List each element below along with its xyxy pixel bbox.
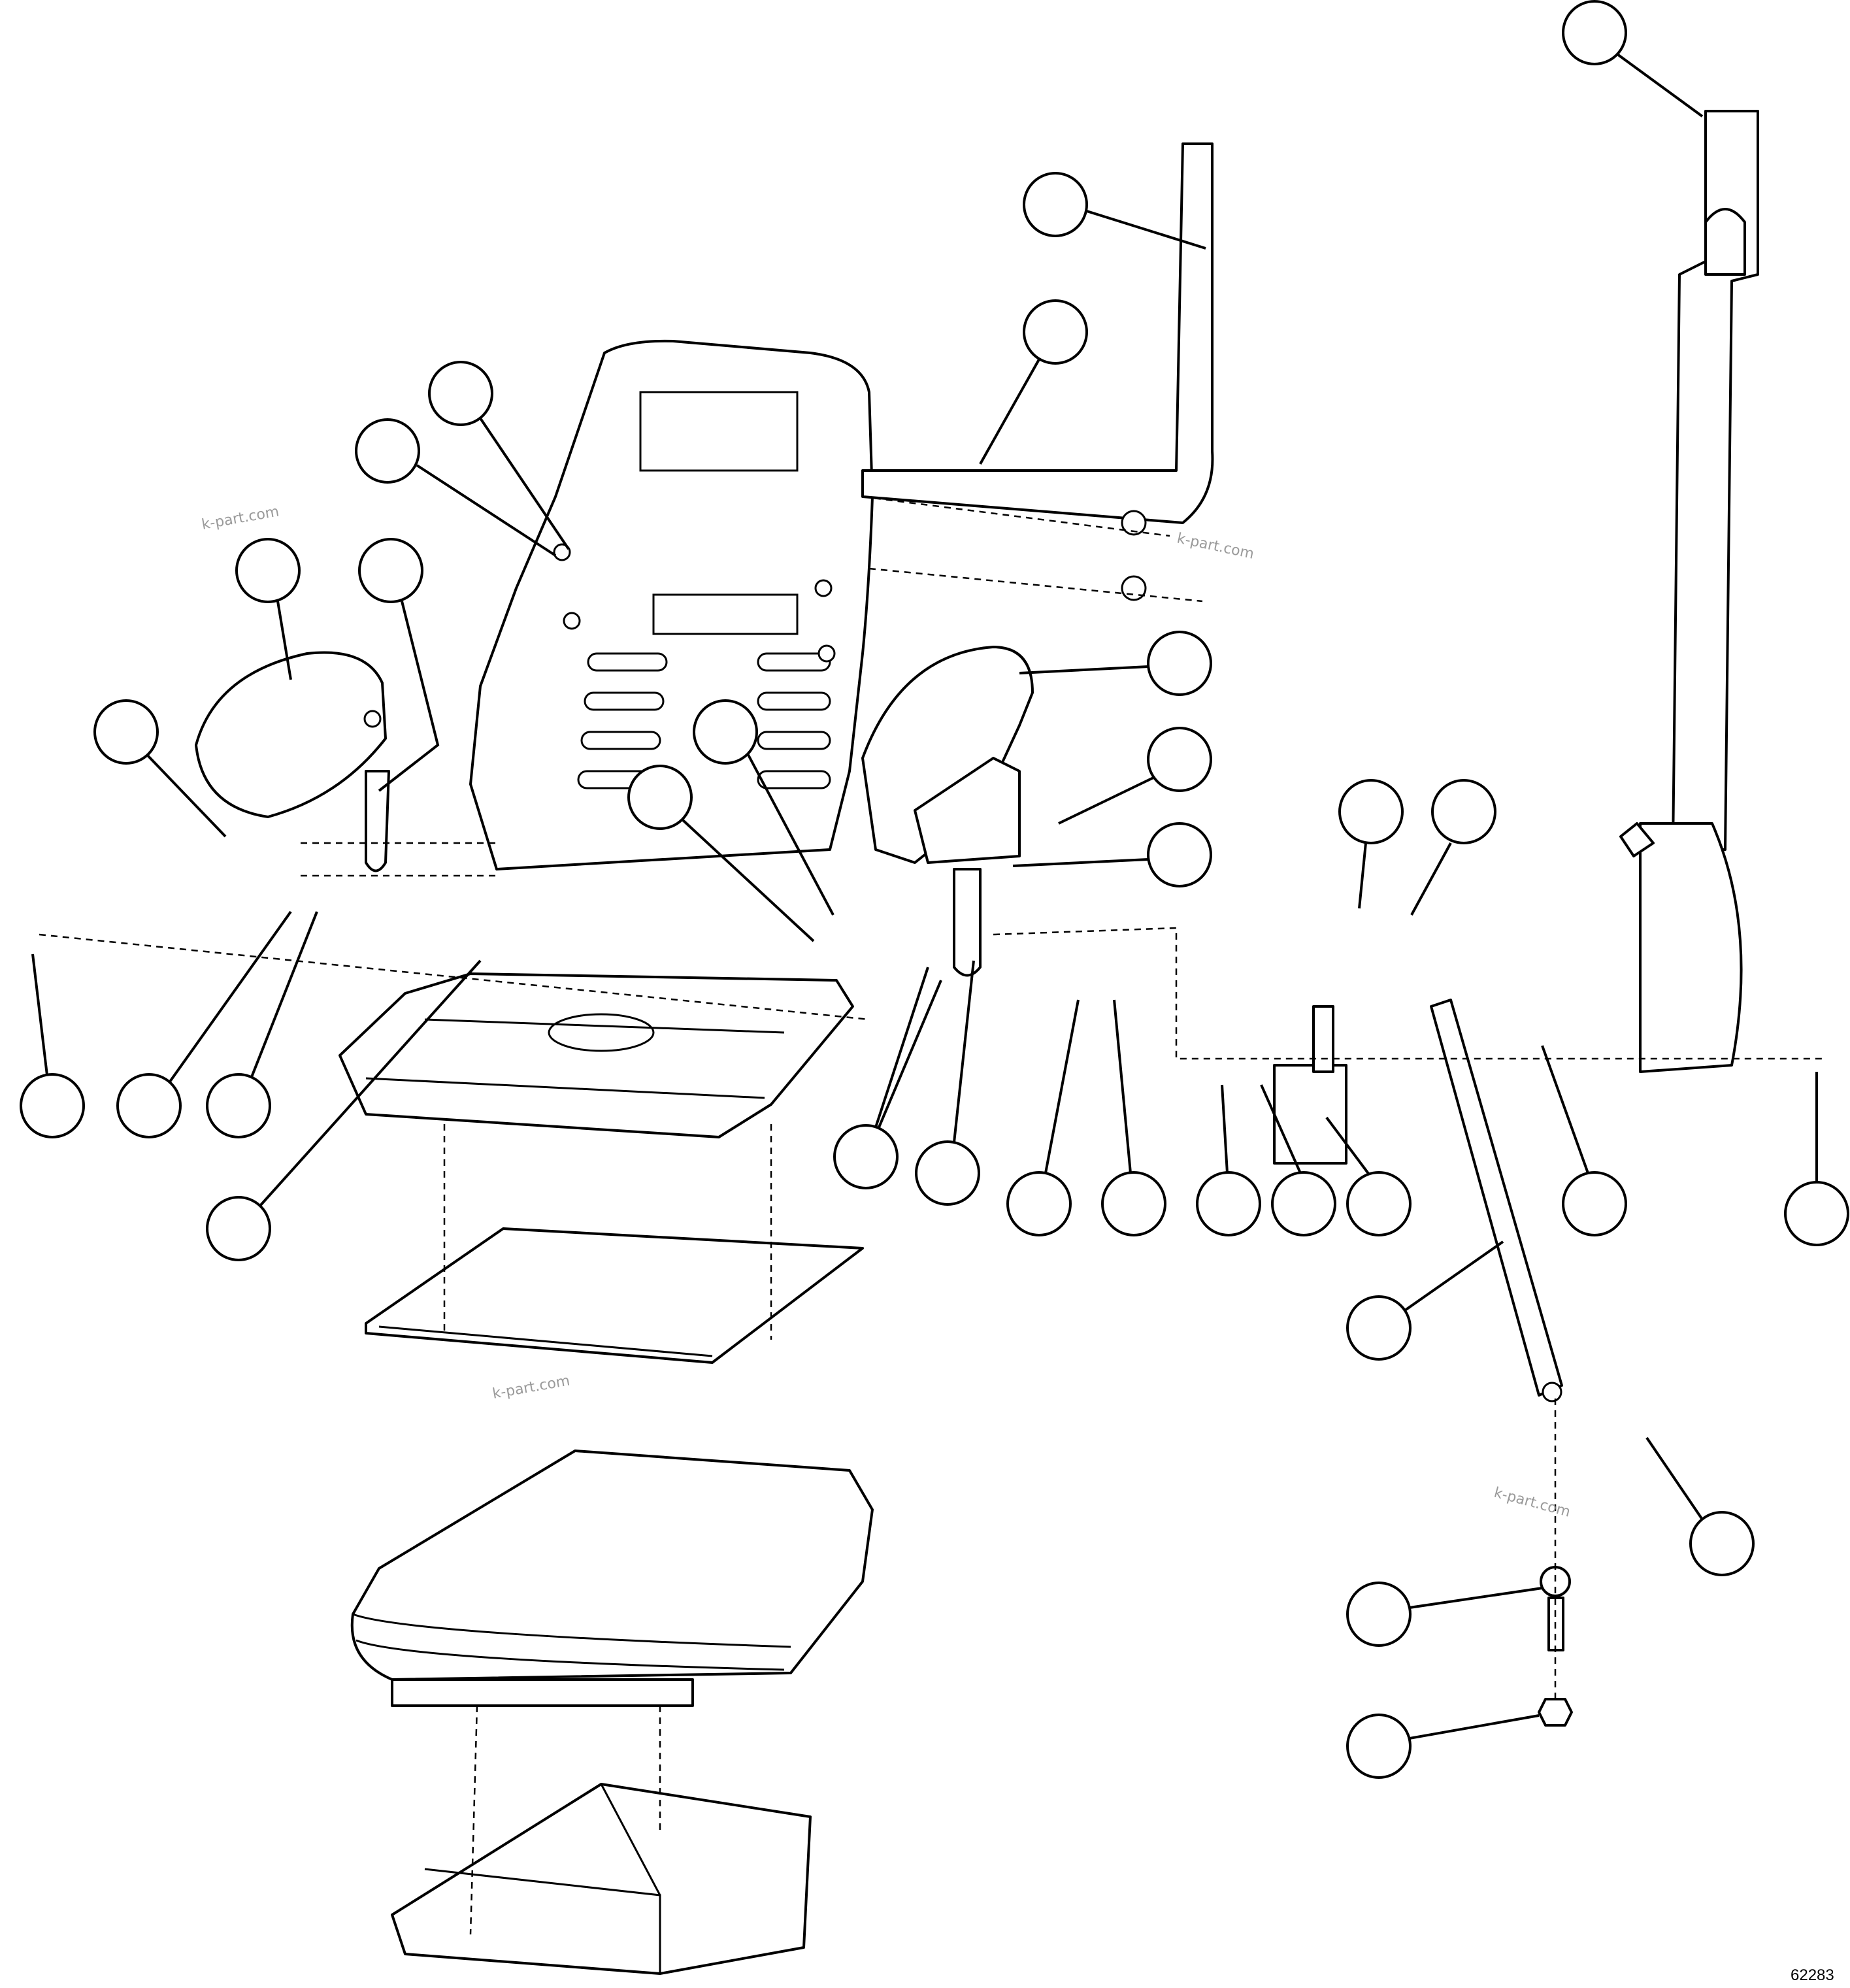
callout-bubble-5	[355, 418, 557, 557]
watermark-upper-right: k-part.com	[1176, 530, 1255, 562]
watermark-lower-right: k-part.com	[1492, 1485, 1572, 1521]
callout-bubble-2	[1023, 172, 1206, 250]
callout-bubble-3	[979, 299, 1088, 465]
suspension-unit	[350, 1450, 874, 1707]
base-plate	[365, 1227, 864, 1364]
callout-bubble-26	[1325, 1116, 1412, 1236]
callout-bubble-23	[1101, 999, 1166, 1236]
watermark-bottom: k-part.com	[491, 1372, 571, 1402]
right-armrest	[861, 646, 1034, 977]
callout-bubble-15	[1410, 779, 1496, 916]
callout-bubble-27	[1541, 1045, 1627, 1236]
callout-bubble-21	[915, 960, 980, 1206]
callout-bubble-9	[1058, 727, 1212, 825]
callout-bubble-30	[1645, 1436, 1755, 1576]
seat-pan	[339, 972, 854, 1138]
callout-bubble-4	[428, 361, 570, 550]
callout-bubble-18	[206, 911, 318, 1138]
callout-bubble-28	[1784, 1072, 1849, 1246]
callout-bubble-16	[20, 953, 85, 1138]
callout-bubble-7	[358, 538, 440, 792]
callout-bubble-31	[1346, 1582, 1543, 1647]
watermark-left: k-part.com	[201, 503, 280, 533]
drawing-code: 62283	[1791, 1966, 1834, 1984]
callout-bubble-11	[693, 699, 834, 916]
callout-bubble-13	[93, 699, 227, 838]
callout-bubble-12	[627, 765, 815, 942]
callout-bubble-29	[1346, 1240, 1504, 1361]
callout-bubble-8	[1019, 631, 1212, 696]
callout-bubble-24	[1196, 1084, 1261, 1236]
belt-strap	[1273, 999, 1563, 1402]
callout-bubble-6	[235, 538, 301, 680]
callout-bubble-32	[1346, 1714, 1540, 1779]
callout-bubble-25	[1260, 1084, 1336, 1236]
callout-bubble-20	[833, 967, 942, 1189]
callout-bubble-17	[116, 910, 292, 1138]
callout-bubble-14	[1338, 779, 1404, 909]
callout-bubble-1	[1562, 0, 1704, 118]
callouts	[20, 0, 1849, 1779]
callout-bubble-22	[1006, 999, 1080, 1236]
seat-back	[469, 339, 874, 870]
callout-bubble-10	[1012, 822, 1212, 887]
headrest-rod	[861, 142, 1214, 601]
callout-bubble-19	[206, 959, 482, 1261]
mounting-bracket	[391, 1783, 812, 1975]
assembly-lines	[39, 495, 1823, 1935]
left-armrest	[195, 651, 390, 872]
seat-belt	[1619, 110, 1759, 1073]
